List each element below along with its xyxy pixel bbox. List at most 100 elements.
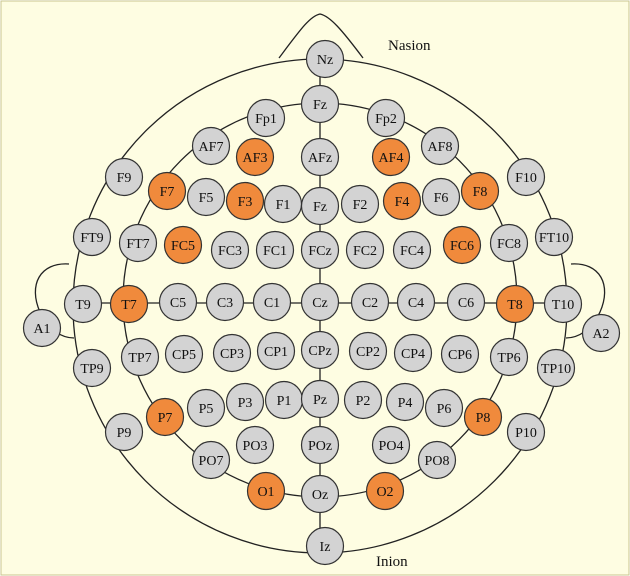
electrode-ft7: FT7 (118, 223, 158, 263)
electrode-circle (581, 313, 621, 353)
electrode-label: P10 (515, 426, 537, 441)
electrode-label: P3 (238, 396, 253, 411)
electrode-label: FCz (308, 244, 331, 259)
electrode-circle (460, 171, 500, 211)
electrode-label: F1 (276, 198, 291, 213)
electrode-p5: P5 (186, 388, 226, 428)
electrode-fp2: Fp2 (366, 98, 406, 138)
electrode-label: F2 (353, 198, 368, 213)
electrode-f1: F1 (263, 184, 303, 224)
electrode-label: C3 (217, 296, 233, 311)
electrode-cp5: CP5 (164, 334, 204, 374)
electrode-af7: AF7 (191, 126, 231, 166)
electrode-circle (72, 217, 112, 257)
electrode-circle (212, 333, 252, 373)
electrode-t10: T10 (543, 284, 583, 324)
electrode-circle (371, 137, 411, 177)
electrode-circle (385, 382, 425, 422)
electrode-fc3: FC3 (210, 230, 250, 270)
electrode-label: Fz (313, 98, 327, 113)
electrode-label: FC5 (171, 239, 195, 254)
electrode-poz: POz (300, 425, 340, 465)
electrode-circle (118, 223, 158, 263)
electrode-label: TP6 (497, 351, 520, 366)
electrode-af3: AF3 (235, 137, 275, 177)
electrode-circle (63, 284, 103, 324)
electrode-label: P4 (398, 396, 413, 411)
electrode-label: T7 (121, 298, 137, 313)
electrode-p3: P3 (225, 382, 265, 422)
electrode-label: F5 (199, 191, 214, 206)
electrode-circle (255, 230, 295, 270)
electrode-circle (446, 282, 486, 322)
electrode-circle (442, 225, 482, 265)
electrode-label: C5 (170, 296, 186, 311)
electrode-circle (158, 282, 198, 322)
electrode-circle (300, 186, 340, 226)
electrode-circle (205, 282, 245, 322)
electrode-label: AF8 (428, 140, 453, 155)
electrode-t9: T9 (63, 284, 103, 324)
electrode-circle (225, 382, 265, 422)
electrode-circle (305, 39, 345, 79)
electrode-circle (489, 337, 529, 377)
electrode-label: CP1 (264, 345, 288, 360)
electrode-circle (340, 184, 380, 224)
electrode-label: T10 (552, 298, 575, 313)
electrode-label: Oz (312, 488, 328, 503)
electrode-circle (393, 333, 433, 373)
electrode-cp1: CP1 (256, 331, 296, 371)
electrode-circle (235, 137, 275, 177)
electrode-circle (300, 282, 340, 322)
electrode-f3: F3 (225, 181, 265, 221)
electrode-label: A1 (33, 322, 50, 337)
electrode-circle (72, 348, 112, 388)
electrode-label: P9 (117, 426, 132, 441)
electrode-circle (424, 388, 464, 428)
electrode-circle (191, 126, 231, 166)
electrode-circle (506, 157, 546, 197)
right-ear-outline (565, 263, 606, 339)
electrode-oz: Oz (300, 474, 340, 514)
electrode-f8: F8 (460, 171, 500, 211)
electrode-circle (235, 425, 275, 465)
electrode-a1: A1 (22, 308, 62, 348)
electrode-circle (191, 440, 231, 480)
electrode-c2: C2 (350, 282, 390, 322)
electrode-f9: F9 (104, 157, 144, 197)
electrode-circle (536, 348, 576, 388)
electrode-cp4: CP4 (393, 333, 433, 373)
electrode-label: P6 (437, 402, 452, 417)
electrode-circle (543, 284, 583, 324)
electrode-f4: F4 (382, 181, 422, 221)
electrode-circle (300, 84, 340, 124)
electrode-label: T9 (75, 298, 91, 313)
electrode-circle (366, 98, 406, 138)
electrode-circle (225, 181, 265, 221)
electrode-circle (109, 284, 149, 324)
electrode-label: FT7 (126, 237, 149, 252)
electrode-label: Cz (312, 296, 328, 311)
electrode-po4: PO4 (371, 425, 411, 465)
electrode-p4: P4 (385, 382, 425, 422)
electrode-fcz: FCz (300, 230, 340, 270)
electrode-po8: PO8 (417, 440, 457, 480)
electrode-circle (300, 474, 340, 514)
electrode-label: F10 (515, 171, 537, 186)
electrode-tp6: TP6 (489, 337, 529, 377)
electrode-label: POz (308, 439, 332, 454)
electrode-afz: AFz (300, 137, 340, 177)
electrode-label: TP9 (80, 362, 103, 377)
electrode-label: CP6 (448, 348, 472, 363)
electrode-fz: Fz (300, 186, 340, 226)
electrode-label: P1 (277, 394, 292, 409)
electrode-c5: C5 (158, 282, 198, 322)
electrode-label: T8 (507, 298, 523, 313)
electrode-circle (417, 440, 457, 480)
electrode-label: TP7 (128, 351, 151, 366)
electrode-label: PO7 (199, 454, 224, 469)
electrode-circle (210, 230, 250, 270)
electrode-label: PO3 (243, 439, 268, 454)
electrode-label: O1 (257, 485, 274, 500)
